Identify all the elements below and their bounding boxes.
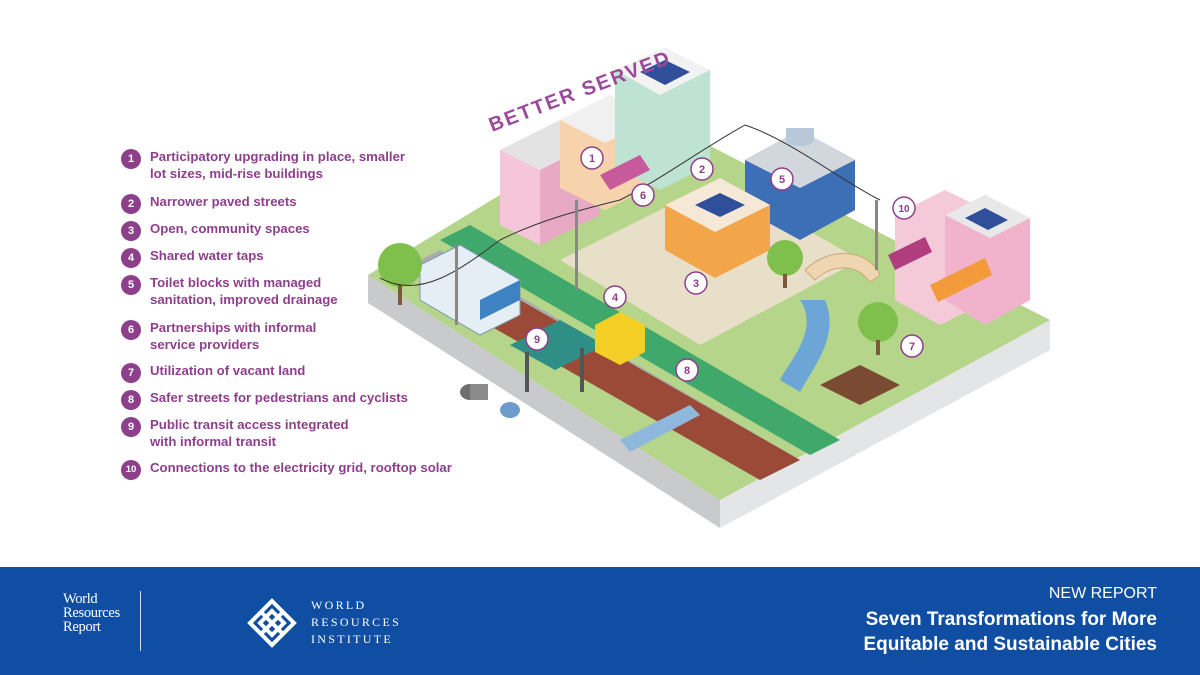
marker-8: 8 (675, 358, 699, 382)
report-title[interactable]: Seven Transformations for More Equitable… (863, 609, 1157, 655)
solar-panel (640, 60, 690, 85)
marker-10: 10 (892, 196, 916, 220)
legend-item-text: Toilet blocks with managed sanitation, i… (150, 275, 338, 307)
legend-item-text: Participatory upgrading in place, smalle… (150, 149, 406, 181)
power-line (379, 124, 881, 287)
svg-text:10: 10 (898, 204, 910, 215)
world-resources-institute-logo-text[interactable]: WORLD RESOURCES INSTITUTE (311, 598, 402, 646)
shop-awning (600, 155, 650, 190)
world-resources-report-logo[interactable]: World Resources Report (63, 591, 120, 635)
footbridge (804, 253, 881, 283)
legend-number-badge: 1 (121, 149, 141, 169)
marker-7: 7 (900, 334, 924, 358)
svg-text:7: 7 (909, 341, 915, 353)
marker-2: 2 (690, 157, 714, 181)
legend-item: 4 Shared water taps (121, 247, 480, 268)
legend-item: 7 Utilization of vacant land (121, 362, 480, 383)
legend-item-text: Safer streets for pedestrians and cyclis… (150, 390, 408, 405)
tree (767, 240, 803, 276)
legend-item: 1 Participatory upgrading in place, smal… (121, 148, 480, 182)
marker-6: 6 (631, 183, 655, 207)
svg-text:2: 2 (699, 164, 705, 176)
legend-item-text: Narrower paved streets (150, 194, 297, 209)
legend-item-text: Shared water taps (150, 248, 264, 263)
logo-divider (140, 591, 141, 651)
legend-number-badge: 4 (121, 248, 141, 268)
svg-text:5: 5 (779, 174, 785, 186)
svg-text:9: 9 (534, 334, 540, 346)
svg-text:1: 1 (589, 153, 595, 165)
legend-number-badge: 10 (121, 460, 141, 480)
market-awning (930, 258, 992, 302)
drainage-channel (780, 300, 830, 392)
legend-item: 3 Open, community spaces (121, 220, 480, 241)
svg-text:4: 4 (612, 292, 619, 304)
legend-item: 9 Public transit access integrated with … (121, 416, 480, 450)
wri-knot-icon[interactable] (246, 597, 298, 649)
legend-number-badge: 3 (121, 221, 141, 241)
marker-4: 4 (603, 285, 627, 309)
legend-item-text: Connections to the electricity grid, roo… (150, 460, 452, 475)
legend-number-badge: 8 (121, 390, 141, 410)
report-kicker: NEW REPORT (1048, 585, 1157, 602)
legend-item: 5 Toilet blocks with managed sanitation,… (121, 274, 480, 308)
legend-item: 2 Narrower paved streets (121, 193, 480, 214)
community-garden (820, 365, 900, 405)
legend-item-text: Public transit access integrated with in… (150, 417, 349, 449)
marker-9: 9 (525, 327, 549, 351)
legend-item: 8 Safer streets for pedestrians and cycl… (121, 389, 480, 410)
svg-text:8: 8 (684, 365, 690, 377)
legend-item-text: Open, community spaces (150, 221, 310, 236)
legend-item-text: Partnerships with informal service provi… (150, 320, 317, 352)
tree (858, 302, 898, 342)
marker-5: 5 (770, 167, 794, 191)
legend-item: 6 Partnerships with informal service pro… (121, 319, 480, 353)
city-illustration: BETTER SERVED 1 2 3 4 5 6 7 8 9 10 (368, 47, 1050, 528)
transit-shelter (510, 320, 605, 370)
legend-item-text: Utilization of vacant land (150, 363, 306, 378)
marker-1: 1 (580, 146, 604, 170)
marker-3: 3 (684, 271, 708, 295)
footer-banner: World Resources Report WORLD RESOURCES I… (0, 567, 1200, 675)
legend-number-badge: 9 (121, 417, 141, 437)
svg-text:6: 6 (640, 190, 646, 202)
legend-number-badge: 7 (121, 363, 141, 383)
building-green (615, 48, 710, 190)
tree (378, 243, 422, 287)
legend-number-badge: 6 (121, 320, 141, 340)
legend-item: 10 Connections to the electricity grid, … (121, 459, 480, 480)
auto-rickshaw (595, 312, 645, 365)
legend-number-badge: 2 (121, 194, 141, 214)
utility-pole (455, 245, 458, 325)
svg-text:3: 3 (693, 278, 699, 290)
legend-number-badge: 5 (121, 275, 141, 295)
